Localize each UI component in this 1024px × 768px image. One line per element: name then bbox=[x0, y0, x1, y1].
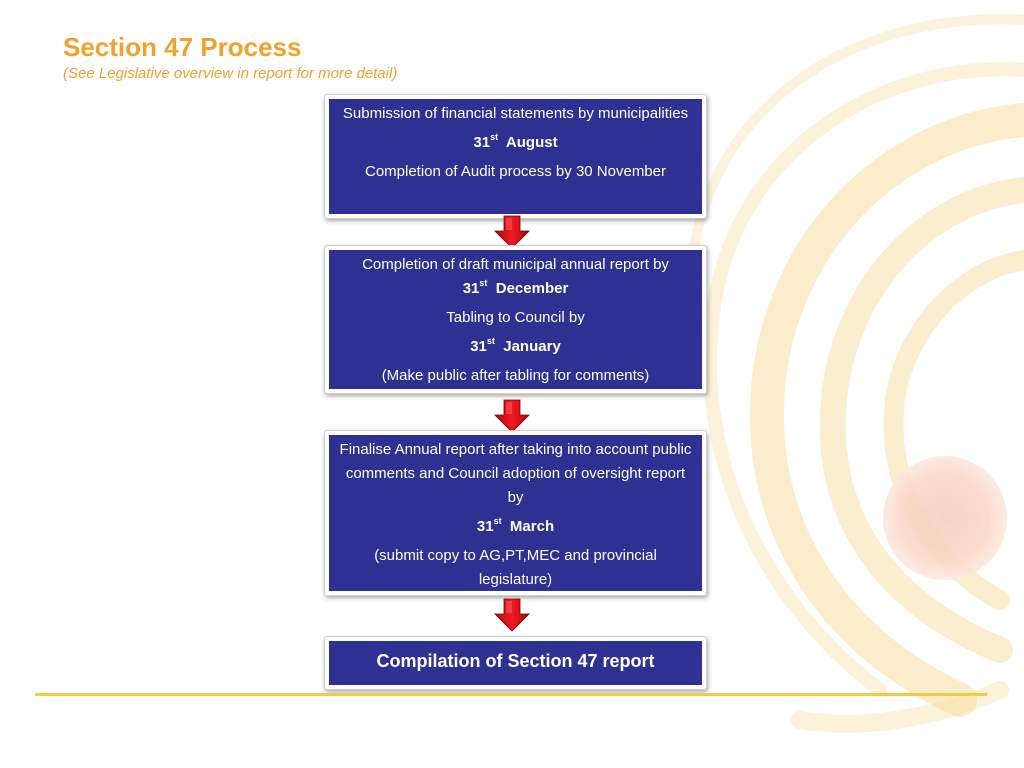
deadline-day: 31 bbox=[462, 280, 480, 297]
deadline-month: August bbox=[505, 134, 558, 151]
step-box-fill: Completion of draft municipal annual rep… bbox=[329, 250, 702, 389]
process-step-draft-report: Completion of draft municipal annual rep… bbox=[324, 245, 707, 394]
process-step-compilation: Compilation of Section 47 report bbox=[324, 636, 707, 690]
deadline-day: 31 bbox=[473, 134, 491, 151]
deadline-day: 31 bbox=[470, 338, 487, 355]
step-box-fill: Submission of financial statements by mu… bbox=[329, 99, 702, 214]
step-text: Finalise Annual report after taking into… bbox=[339, 441, 692, 506]
page-subtitle: (See Legislative overview in report for … bbox=[63, 65, 398, 82]
step-deadline: 31st January bbox=[337, 335, 694, 359]
deadline-suffix: st bbox=[493, 516, 502, 526]
step-deadline: 31st December bbox=[337, 277, 694, 301]
step-deadline: 31st March bbox=[337, 515, 694, 539]
process-step-submission: Submission of financial statements by mu… bbox=[324, 94, 707, 219]
deadline-suffix: st bbox=[490, 132, 499, 142]
page-title: Section 47 Process bbox=[63, 32, 302, 62]
step-label: Compilation of Section 47 report bbox=[376, 651, 655, 671]
deadline-suffix: st bbox=[479, 278, 488, 288]
step-text: (Make public after tabling for comments) bbox=[381, 367, 650, 384]
down-arrow-icon bbox=[494, 598, 530, 632]
process-step-finalise-report: Finalise Annual report after taking into… bbox=[324, 430, 707, 596]
deadline-month: December bbox=[495, 280, 569, 297]
step-deadline: 31st August bbox=[337, 131, 694, 155]
step-text: (submit copy to AG,PT,MEC and provincial… bbox=[374, 547, 657, 588]
deadline-suffix: st bbox=[486, 336, 495, 346]
step-text: Completion of draft municipal annual rep… bbox=[362, 256, 669, 273]
step-text: Submission of financial statements by mu… bbox=[342, 105, 689, 122]
deadline-day: 31 bbox=[476, 518, 494, 535]
step-box-fill: Finalise Annual report after taking into… bbox=[329, 435, 702, 591]
deadline-month: March bbox=[509, 518, 555, 535]
footer-divider bbox=[35, 693, 987, 696]
deadline-month: January bbox=[503, 338, 561, 355]
down-arrow-icon bbox=[494, 399, 530, 433]
down-arrow-icon bbox=[494, 215, 530, 249]
step-text: Tabling to Council by bbox=[446, 309, 585, 326]
step-text: Completion of Audit process by 30 Novemb… bbox=[365, 163, 666, 180]
step-box-fill: Compilation of Section 47 report bbox=[329, 641, 702, 685]
